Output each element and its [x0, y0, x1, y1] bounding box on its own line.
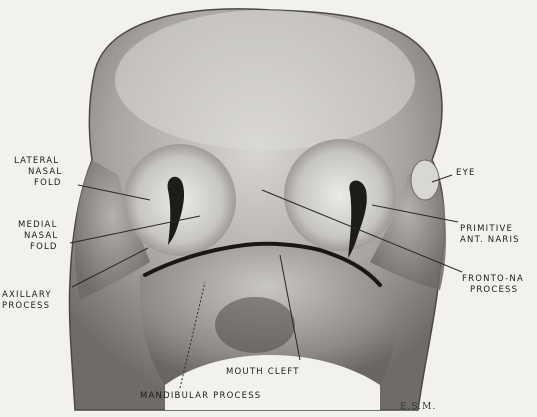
lateral-nasal-fold-line-2: NASAL — [14, 167, 62, 178]
medial-nasal-fold-line-1: MEDIAL — [18, 220, 58, 231]
fronto-nasal-process-line-1: FRONTO-NA — [462, 274, 524, 285]
fronto-nasal-process-line-2: PROCESS — [462, 285, 524, 296]
medial-nasal-fold-line-2: NASAL — [18, 231, 58, 242]
maxillary-process-line-2: PROCESS — [2, 301, 52, 312]
medial-nasal-fold-label: MEDIAL NASAL FOLD — [18, 220, 58, 253]
maxillary-process-line-1: AXILLARY — [2, 290, 52, 301]
artist-signature: E.S.M. — [400, 402, 436, 412]
primitive-ant-naris-line-2: ANT. NARIS — [460, 235, 520, 246]
forehead-highlight — [115, 10, 415, 150]
primitive-ant-naris-line-1: PRIMITIVE — [460, 224, 520, 235]
lateral-nasal-fold-line-1: LATERAL — [14, 156, 62, 167]
fronto-nasal-process-label: FRONTO-NA PROCESS — [462, 274, 524, 296]
lateral-nasal-fold-line-3: FOLD — [14, 178, 62, 189]
chin-depression — [215, 297, 295, 353]
eye-label: EYE — [456, 168, 476, 179]
primitive-ant-naris-label: PRIMITIVE ANT. NARIS — [460, 224, 520, 246]
eye-bump — [411, 160, 439, 200]
maxillary-process-label: AXILLARY PROCESS — [2, 290, 52, 312]
medial-nasal-fold-line-3: FOLD — [18, 242, 58, 253]
lateral-nasal-fold-label: LATERAL NASAL FOLD — [14, 156, 62, 189]
right-nasal-fold — [284, 139, 396, 251]
mandibular-process-label: MANDIBULAR PROCESS — [140, 391, 261, 402]
mouth-cleft-label: MOUTH CLEFT — [226, 367, 300, 378]
